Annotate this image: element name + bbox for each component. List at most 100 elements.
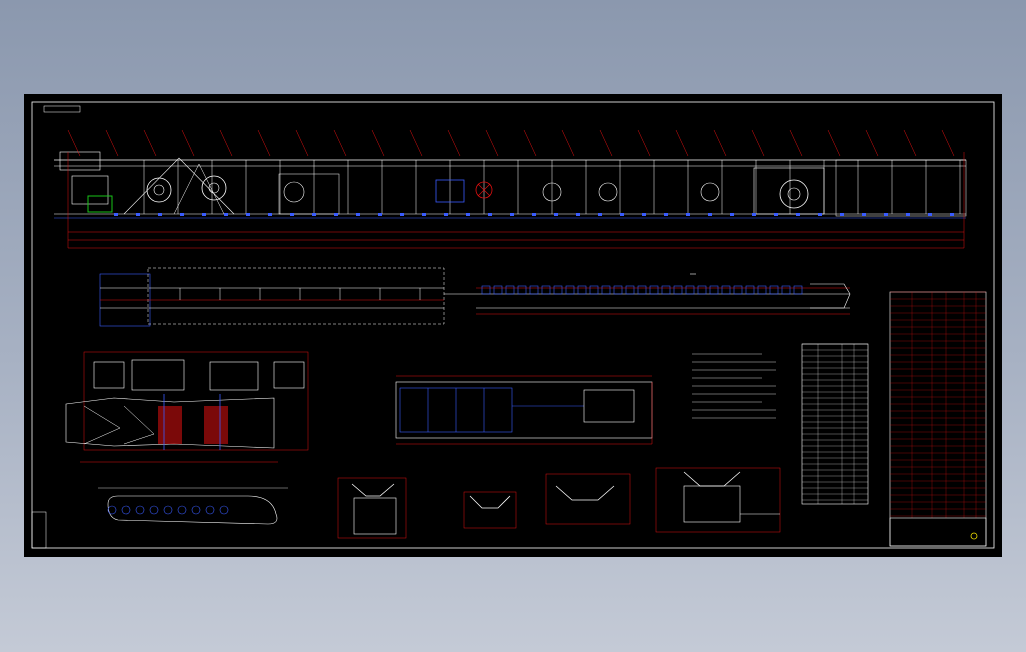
idler-cross-sections bbox=[337, 467, 781, 539]
component-mark bbox=[862, 213, 866, 216]
belt-roller bbox=[191, 505, 201, 515]
leader-line bbox=[903, 129, 917, 157]
component-mark bbox=[950, 213, 954, 216]
leader-line bbox=[789, 129, 803, 157]
component-mark bbox=[752, 213, 756, 216]
leader-line bbox=[67, 129, 81, 157]
component-mark bbox=[818, 213, 822, 216]
component-mark bbox=[840, 213, 844, 216]
roller-mark bbox=[709, 285, 719, 295]
side-stamp bbox=[31, 511, 47, 549]
roller-mark bbox=[541, 285, 551, 295]
leader-line bbox=[371, 129, 385, 157]
roller-mark bbox=[781, 285, 791, 295]
belt-roller bbox=[163, 505, 173, 515]
conveyor-plan-view bbox=[99, 267, 851, 327]
roller-mark bbox=[577, 285, 587, 295]
belt-roller bbox=[135, 505, 145, 515]
component-mark bbox=[466, 213, 470, 216]
leader-line bbox=[827, 129, 841, 157]
belt-roller bbox=[121, 505, 131, 515]
component-mark bbox=[576, 213, 580, 216]
drawing-canvas[interactable] bbox=[24, 94, 1002, 557]
component-mark bbox=[906, 213, 910, 216]
belt-roller bbox=[219, 505, 229, 515]
leader-line bbox=[447, 129, 461, 157]
leader-line bbox=[409, 129, 423, 157]
component-mark bbox=[114, 213, 118, 216]
roller-mark bbox=[517, 285, 527, 295]
compass-icon bbox=[970, 532, 978, 540]
idler-icon bbox=[555, 485, 615, 501]
idler-icon bbox=[683, 471, 741, 487]
roller-mark bbox=[721, 285, 731, 295]
leader-line bbox=[713, 129, 727, 157]
leader-line bbox=[105, 129, 119, 157]
component-mark bbox=[488, 213, 492, 216]
leader-line bbox=[485, 129, 499, 157]
roller-mark bbox=[685, 285, 695, 295]
component-mark bbox=[400, 213, 404, 216]
roller-mark bbox=[553, 285, 563, 295]
technical-notes bbox=[692, 353, 776, 419]
roller-mark bbox=[625, 285, 635, 295]
roller-mark bbox=[493, 285, 503, 295]
belt-roller bbox=[149, 505, 159, 515]
component-mark bbox=[224, 213, 228, 216]
drawing-border bbox=[31, 101, 995, 549]
roller-mark bbox=[589, 285, 599, 295]
component-mark bbox=[708, 213, 712, 216]
leader-line bbox=[143, 129, 157, 157]
leader-line bbox=[751, 129, 765, 157]
leader-line bbox=[637, 129, 651, 157]
roller-mark bbox=[745, 285, 755, 295]
pulley-icon bbox=[201, 175, 227, 201]
roller-mark bbox=[565, 285, 575, 295]
pulley-icon bbox=[146, 177, 172, 203]
component-mark bbox=[158, 213, 162, 216]
parts-list bbox=[801, 343, 869, 505]
leader-line bbox=[865, 129, 879, 157]
roller-mark bbox=[601, 285, 611, 295]
leader-line bbox=[523, 129, 537, 157]
tail-pulley-icon bbox=[779, 179, 809, 209]
idler-icon bbox=[351, 483, 395, 497]
component-mark bbox=[510, 213, 514, 216]
belt-roller bbox=[205, 505, 215, 515]
component-mark bbox=[598, 213, 602, 216]
component-mark bbox=[202, 213, 206, 216]
component-mark bbox=[356, 213, 360, 216]
component-mark bbox=[884, 213, 888, 216]
roller-mark bbox=[733, 285, 743, 295]
roller-mark bbox=[481, 285, 491, 295]
roller-mark bbox=[505, 285, 515, 295]
roller-mark bbox=[649, 285, 659, 295]
leader-line bbox=[333, 129, 347, 157]
drive-station-plan bbox=[65, 351, 309, 463]
roller-mark bbox=[637, 285, 647, 295]
component-mark bbox=[268, 213, 272, 216]
component-mark bbox=[796, 213, 800, 216]
component-mark bbox=[334, 213, 338, 216]
leader-line bbox=[295, 129, 309, 157]
component-mark bbox=[180, 213, 184, 216]
roller-mark bbox=[697, 285, 707, 295]
leader-line bbox=[257, 129, 271, 157]
belt-path-diagram bbox=[98, 487, 288, 525]
component-mark bbox=[312, 213, 316, 216]
cad-drawing bbox=[31, 101, 995, 549]
roller-mark bbox=[673, 285, 683, 295]
leader-line bbox=[941, 129, 955, 157]
component-mark bbox=[928, 213, 932, 216]
leader-line bbox=[219, 129, 233, 157]
component-mark bbox=[686, 213, 690, 216]
component-mark bbox=[290, 213, 294, 216]
component-mark bbox=[246, 213, 250, 216]
component-mark bbox=[664, 213, 668, 216]
component-mark bbox=[532, 213, 536, 216]
roller-mark bbox=[661, 285, 671, 295]
leader-line bbox=[181, 129, 195, 157]
component-mark bbox=[422, 213, 426, 216]
title-block bbox=[889, 291, 987, 547]
leader-line bbox=[675, 129, 689, 157]
